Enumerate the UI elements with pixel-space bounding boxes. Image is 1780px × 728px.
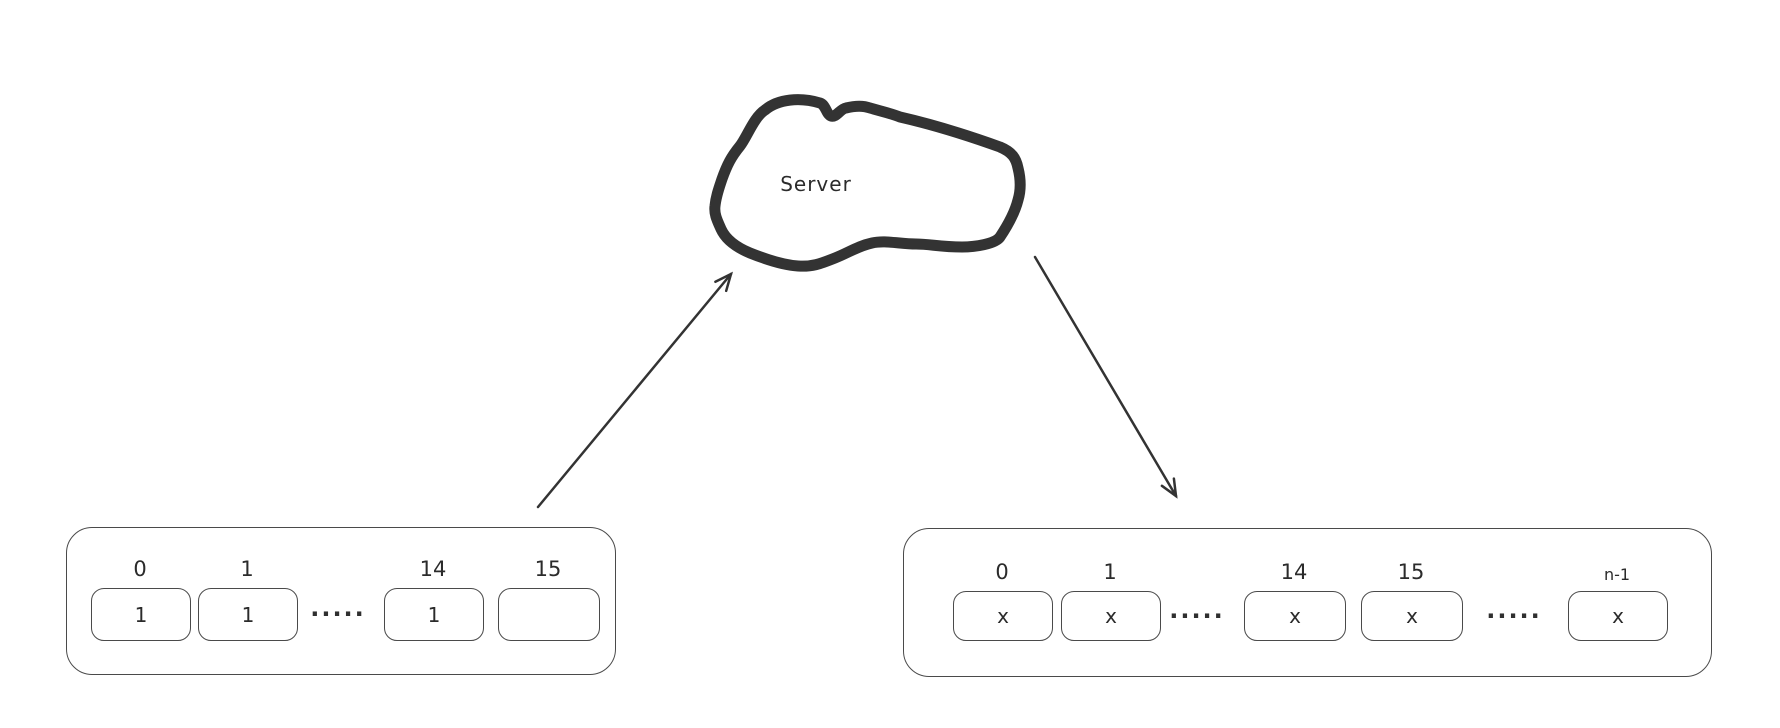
right-cell-n-1-index: n-1 [1603,565,1631,584]
left-cell-15-index: 15 [534,557,562,581]
left-cell-1: 1 1 [198,557,298,641]
left-cell-1-index: 1 [240,557,254,581]
left-cell-15-value [498,588,600,641]
right-cell-n-1-value: x [1568,591,1668,641]
left-cell-0-index: 0 [133,557,147,581]
left-cell-15: 15 [498,557,600,641]
right-cell-1-index: 1 [1103,560,1117,584]
server-cloud-shape [709,94,1026,272]
right-cell-1: 1 x [1061,560,1161,641]
right-cell-n-1: n-1 x [1568,565,1668,641]
right-array-ellipsis-2: ····· [1486,602,1542,630]
right-array-ellipsis-1: ····· [1169,602,1225,630]
server-label: Server [780,172,852,196]
left-array-container: 0 1 1 1 ····· 14 1 15 [66,527,616,675]
right-cell-0-index: 0 [995,560,1009,584]
right-cell-0-value: x [953,591,1053,641]
right-cell-14-index: 14 [1280,560,1308,584]
right-cell-15: 15 x [1361,560,1463,641]
right-cell-15-index: 15 [1397,560,1425,584]
right-cell-0: 0 x [953,560,1053,641]
left-cell-1-value: 1 [198,588,298,641]
left-cell-0: 0 1 [91,557,191,641]
left-cell-14-index: 14 [419,557,447,581]
left-cell-14-value: 1 [384,588,484,641]
left-cell-14: 14 1 [384,557,484,641]
right-cell-14: 14 x [1244,560,1346,641]
right-cell-1-value: x [1061,591,1161,641]
upload-arrow [536,271,733,509]
left-cell-0-value: 1 [91,588,191,641]
right-cell-15-value: x [1361,591,1463,641]
left-array-ellipsis: ····· [310,600,366,628]
download-arrow [1033,255,1178,499]
right-array-container: 0 x 1 x ····· 14 x 15 x ····· n-1 x [903,528,1712,677]
right-cell-14-value: x [1244,591,1346,641]
